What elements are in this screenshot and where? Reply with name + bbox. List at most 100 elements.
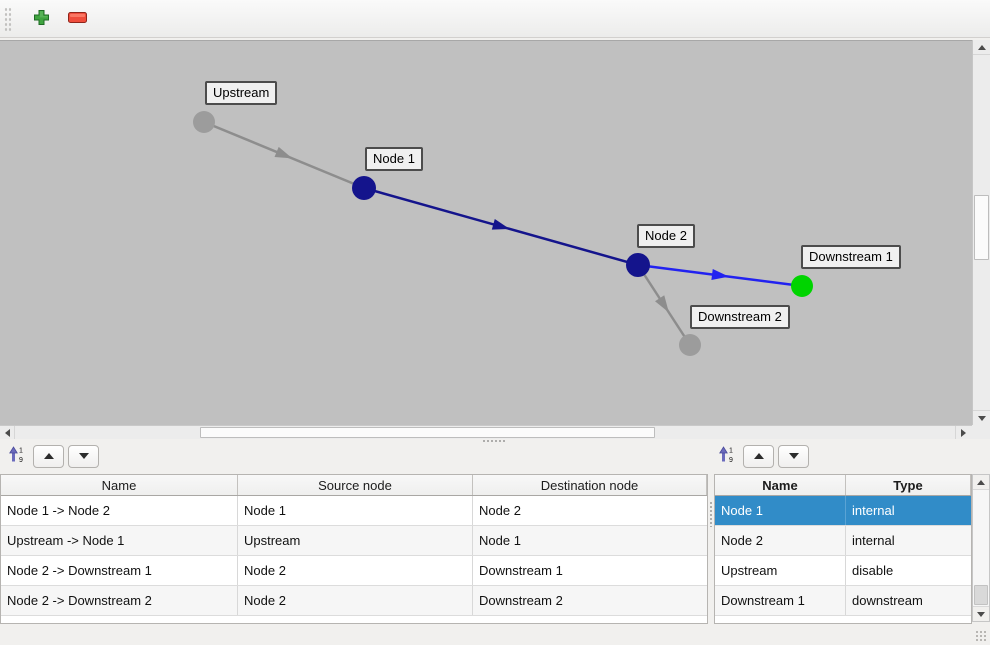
graph-svg	[193, 111, 813, 356]
svg-text:9: 9	[729, 457, 733, 463]
svg-text:9: 9	[19, 457, 23, 463]
left-arrow-icon	[4, 428, 10, 437]
cell-name: Upstream -> Node 1	[1, 526, 238, 555]
add-button[interactable]	[26, 4, 56, 34]
graph-node-node-2[interactable]	[626, 253, 650, 277]
graph-node-downstream-2[interactable]	[679, 334, 701, 356]
move-down-button[interactable]	[68, 444, 99, 468]
scroll-down-button[interactable]	[973, 606, 989, 621]
table-row[interactable]: Upstream disable	[715, 556, 971, 586]
edges-table-header: Name Source node Destination node	[1, 475, 707, 496]
cell-name: Node 2	[715, 526, 846, 555]
horizontal-pane-splitter[interactable]	[0, 439, 990, 444]
scroll-up-button[interactable]	[973, 475, 989, 490]
horizontal-scrollbar-thumb[interactable]	[200, 427, 655, 438]
table-scrollbar-thumb[interactable]	[974, 585, 988, 605]
cell-name: Upstream	[715, 556, 846, 585]
node-label-node-1[interactable]: Node 1	[365, 147, 423, 171]
sort-button[interactable]: 1 9	[713, 444, 739, 468]
node-label-downstream-1[interactable]: Downstream 1	[801, 245, 901, 269]
graph-canvas[interactable]: Upstream Node 1 Node 2 Downstream 1 Down…	[0, 40, 972, 425]
table-row-selected[interactable]: Node 1 internal	[715, 496, 971, 526]
nodes-table-scrollbar[interactable]	[972, 474, 990, 622]
remove-button[interactable]	[62, 4, 92, 34]
up-arrow-icon	[977, 44, 986, 50]
cell-source: Upstream	[238, 526, 473, 555]
table-empty-area	[715, 616, 971, 623]
vertical-scrollbar-thumb[interactable]	[974, 195, 989, 260]
move-up-button[interactable]	[743, 444, 774, 468]
table-row[interactable]: Node 2 -> Downstream 2 Node 2 Downstream…	[1, 586, 707, 616]
sort-ascending-icon: 1 9	[8, 446, 24, 466]
nodes-pane-toolbar: 1 9	[713, 444, 809, 468]
edge-arrow-icon	[655, 295, 669, 313]
node-label-upstream[interactable]: Upstream	[205, 81, 278, 105]
canvas-horizontal-scrollbar[interactable]	[0, 425, 972, 439]
down-arrow-icon	[977, 415, 986, 421]
main-toolbar	[0, 0, 990, 38]
scroll-left-button[interactable]	[0, 426, 15, 439]
edges-pane-toolbar: 1 9	[3, 444, 99, 468]
scroll-right-button[interactable]	[955, 426, 970, 439]
svg-text:1: 1	[19, 448, 23, 455]
table-row[interactable]: Node 2 internal	[715, 526, 971, 556]
edge-arrow-icon	[491, 219, 510, 230]
minus-icon	[67, 11, 87, 26]
column-header-name[interactable]: Name	[1, 475, 238, 495]
cell-name: Node 2 -> Downstream 1	[1, 556, 238, 585]
move-up-button[interactable]	[33, 444, 64, 468]
graph-node-upstream[interactable]	[193, 111, 215, 133]
cell-destination: Node 1	[479, 533, 521, 548]
canvas-vertical-scrollbar[interactable]	[972, 40, 990, 425]
toolbar-drag-handle[interactable]	[4, 6, 12, 31]
down-arrow-icon	[977, 611, 985, 617]
cell-source: Node 1	[238, 496, 473, 525]
plus-icon	[33, 9, 50, 29]
svg-text:1: 1	[729, 448, 733, 455]
graph-node-node-1[interactable]	[352, 176, 376, 200]
cell-type: disable	[852, 563, 894, 578]
right-arrow-icon	[960, 428, 966, 437]
scroll-up-button[interactable]	[973, 40, 990, 55]
column-header-source[interactable]: Source node	[238, 475, 473, 495]
up-triangle-icon	[753, 453, 764, 459]
window-resize-grip[interactable]	[975, 630, 988, 643]
cell-name: Node 1 -> Node 2	[1, 496, 238, 525]
cell-source: Node 2	[238, 556, 473, 585]
scrollbar-corner	[972, 425, 990, 439]
edge-arrow-icon	[711, 269, 729, 280]
scroll-down-button[interactable]	[973, 410, 990, 425]
cell-destination: Downstream 1	[479, 563, 563, 578]
edge-arrow-icon	[274, 146, 293, 159]
table-row[interactable]: Node 2 -> Downstream 1 Node 2 Downstream…	[1, 556, 707, 586]
down-triangle-icon	[788, 453, 799, 459]
move-down-button[interactable]	[778, 444, 809, 468]
up-triangle-icon	[43, 453, 54, 459]
column-header-name[interactable]: Name	[715, 475, 846, 495]
vertical-pane-splitter[interactable]	[708, 495, 713, 529]
cell-destination: Downstream 2	[479, 593, 563, 608]
table-row[interactable]: Downstream 1 downstream	[715, 586, 971, 616]
sort-ascending-icon: 1 9	[718, 446, 734, 466]
cell-name: Downstream 1	[715, 586, 846, 615]
nodes-table-header: Name Type	[715, 475, 971, 496]
down-triangle-icon	[78, 453, 89, 459]
column-header-type[interactable]: Type	[846, 475, 971, 495]
cell-type: downstream	[852, 593, 923, 608]
table-empty-area	[1, 616, 707, 623]
cell-destination: Node 2	[479, 503, 521, 518]
column-header-destination[interactable]: Destination node	[473, 475, 707, 495]
cell-name: Node 1	[715, 496, 846, 525]
table-row[interactable]: Node 1 -> Node 2 Node 1 Node 2	[1, 496, 707, 526]
cell-name: Node 2 -> Downstream 2	[1, 586, 238, 615]
cell-type: internal	[852, 503, 895, 518]
up-arrow-icon	[977, 479, 985, 485]
table-row[interactable]: Upstream -> Node 1 Upstream Node 1	[1, 526, 707, 556]
cell-type: internal	[852, 533, 895, 548]
splitter-grip-icon	[709, 501, 713, 527]
node-label-node-2[interactable]: Node 2	[637, 224, 695, 248]
edges-table: Name Source node Destination node Node 1…	[0, 474, 708, 624]
node-label-downstream-2[interactable]: Downstream 2	[690, 305, 790, 329]
sort-button[interactable]: 1 9	[3, 444, 29, 468]
graph-node-downstream-1[interactable]	[791, 275, 813, 297]
